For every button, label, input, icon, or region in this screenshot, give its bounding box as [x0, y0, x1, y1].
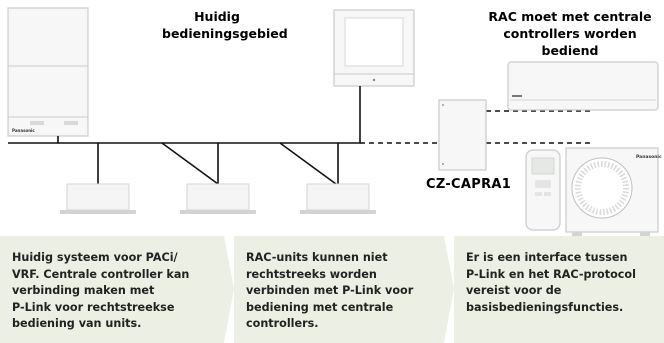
brand-label-outdoor: Panasonic [636, 154, 662, 160]
info-box-current-system: Huidig systeem voor PACi/ VRF. Centrale … [0, 236, 234, 343]
info-text-rac-limitation: RAC-units kunnen niet rechtstreeks worde… [246, 251, 414, 330]
interface-adapter-device [438, 99, 487, 171]
vrf-outdoor-unit: Panasonic [7, 7, 89, 137]
indoor-unit-1 [60, 183, 136, 214]
p-link-wiring [8, 86, 361, 185]
info-text-current-system: Huidig systeem voor PACi/ VRF. Centrale … [12, 251, 190, 330]
heading-current-line: Huidig bedieningsgebied [162, 9, 288, 41]
info-text-interface-required: Er is een interface tussen P-Link en het… [466, 251, 636, 314]
rac-wiring [360, 110, 590, 144]
indoor-unit-2 [180, 183, 256, 214]
heading-rac-line: RAC moet met centrale controllers worden… [488, 9, 652, 58]
info-box-interface-required: Er is een interface tussen P-Link en het… [454, 236, 664, 343]
heading-rac-central-control: RAC moet met centrale controllers worden… [476, 8, 664, 59]
central-controller-device [333, 9, 415, 87]
brand-label-vrf: Panasonic [12, 128, 35, 133]
remote-controller [525, 149, 561, 231]
heading-current-control-area: Huidig bedieningsgebied [162, 8, 288, 42]
info-box-rac-limitation: RAC-units kunnen niet rechtstreeks worde… [234, 236, 454, 343]
rac-outdoor-unit: Panasonic [565, 147, 662, 236]
model-label-cz-capra1: CZ-CAPRA1 [426, 177, 512, 192]
indoor-unit-3 [300, 183, 376, 214]
rac-indoor-unit [507, 61, 659, 111]
